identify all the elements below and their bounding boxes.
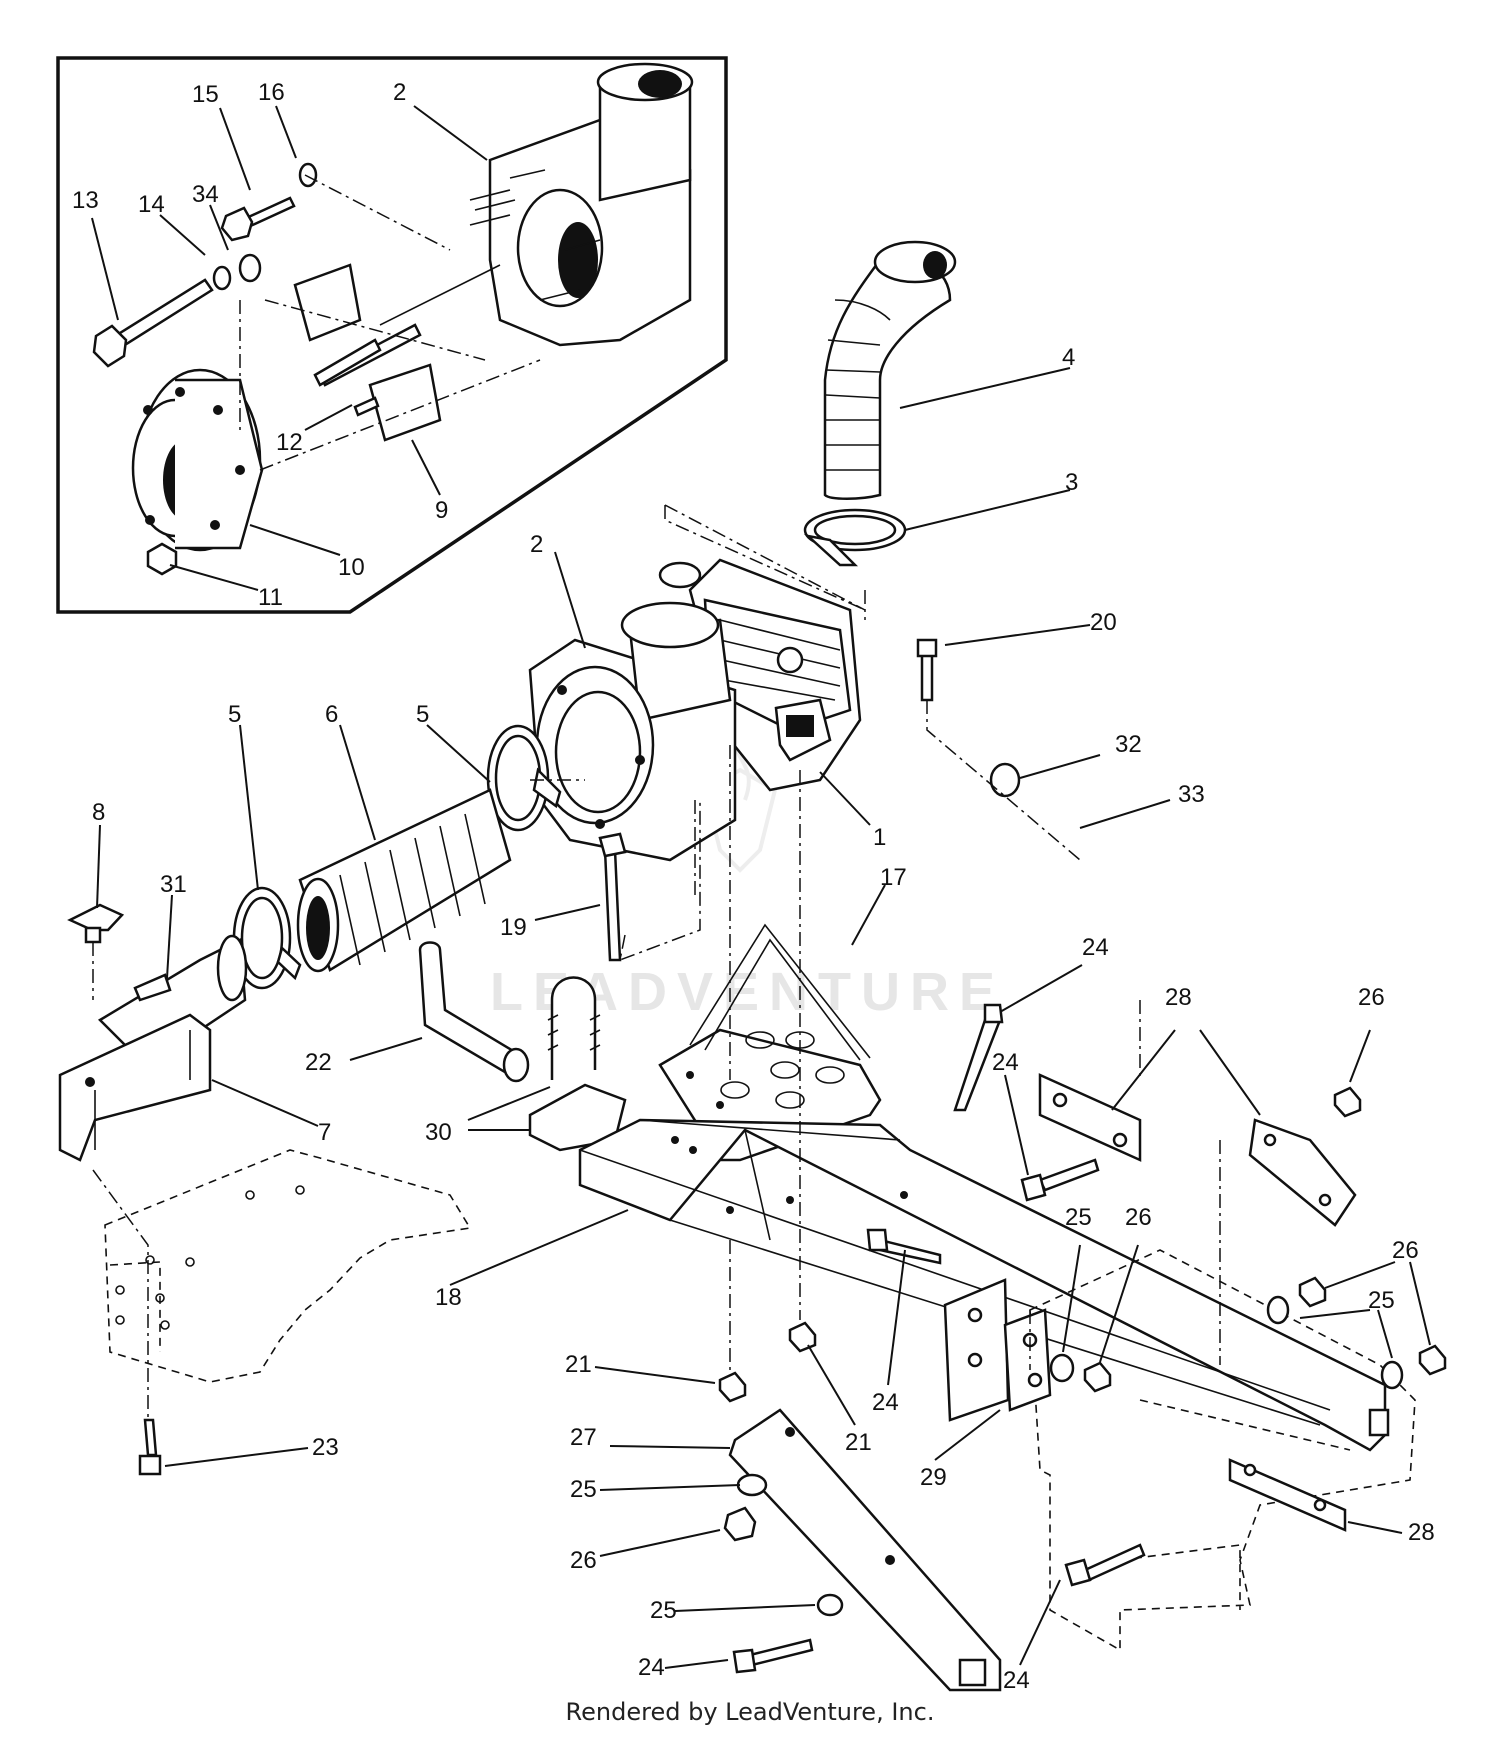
- callout-25-right: 25: [1368, 1287, 1395, 1314]
- hidden-frame-holes: [115, 1185, 305, 1330]
- callout-11: 11: [258, 584, 283, 611]
- callout-21-right: 21: [845, 1429, 872, 1456]
- mount-plates-29: [943, 1278, 1052, 1422]
- plate-28-upper-left: [1038, 1073, 1142, 1162]
- inset-adapter-flange: [131, 368, 264, 576]
- callout-13: 13: [72, 187, 99, 214]
- inset-impeller: [293, 263, 501, 442]
- callout-30: 30: [425, 1119, 452, 1146]
- blower-housing: [528, 601, 737, 862]
- bolt-20: [916, 638, 938, 702]
- callout-17: 17: [880, 864, 907, 891]
- callout-8: 8: [92, 799, 105, 826]
- hidden-frame-left: [104, 1149, 472, 1383]
- callout-25-lower: 25: [570, 1476, 597, 1503]
- callout-4: 4: [1062, 344, 1075, 371]
- discharge-nozzle: [97, 934, 248, 1052]
- hose-clamp-right: [486, 724, 562, 832]
- callout-22: 22: [305, 1049, 332, 1076]
- elbow-pipe: [418, 941, 530, 1083]
- bolt-23: [138, 1418, 162, 1476]
- callout-14: 14: [138, 191, 165, 218]
- callout-9: 9: [435, 497, 448, 524]
- callout-20: 20: [1090, 609, 1117, 636]
- hose-clamp-left: [232, 886, 302, 990]
- callout-23: 23: [312, 1434, 339, 1461]
- callout-28-bottom: 28: [1408, 1519, 1435, 1546]
- inset-bolts-washers: [92, 162, 318, 368]
- footer-credit: Rendered by LeadVenture, Inc.: [565, 1698, 935, 1726]
- callout-34: 34: [192, 181, 219, 208]
- hose-clamp-upper: [803, 508, 907, 567]
- callout-31: 31: [160, 871, 187, 898]
- bolt-24-mid: [866, 1228, 942, 1265]
- callout-29: 29: [920, 1464, 947, 1491]
- bolt-24-bottom-left: [732, 1638, 814, 1674]
- callout-33: 33: [1178, 781, 1205, 808]
- callout-10: 10: [338, 554, 365, 581]
- bolt-24-top: [953, 1003, 1004, 1112]
- mounting-bracket: [58, 1013, 212, 1162]
- callout-7: 7: [318, 1119, 331, 1146]
- callout-25-bottom: 25: [650, 1597, 677, 1624]
- callout-15: 15: [192, 81, 219, 108]
- callout-24-bottom-right: 24: [1003, 1667, 1030, 1694]
- callout-5-right: 5: [416, 701, 429, 728]
- leader-lines: [91, 105, 1431, 1669]
- callout-26-right: 26: [1392, 1237, 1419, 1264]
- callout-24-left: 24: [992, 1049, 1019, 1076]
- plug-32: [989, 762, 1021, 798]
- callout-28-top: 28: [1165, 984, 1192, 1011]
- callout-labels: 2 15 16 13 14 34 12 9 10 11 4 3 2 20 32 …: [72, 79, 1435, 1694]
- cross-bar-27: [728, 1408, 1002, 1692]
- main-frame: [578, 1118, 1390, 1452]
- inset-detail-box: [56, 56, 728, 614]
- callout-2-main: 2: [530, 531, 543, 558]
- upper-hose: [823, 240, 957, 500]
- u-bolt: [547, 976, 601, 1080]
- callout-25-mid: 25: [1065, 1204, 1092, 1231]
- assembly-centerlines: [92, 504, 1221, 1420]
- callout-24-bottom-left: 24: [638, 1654, 665, 1681]
- plate-28-lower: [1228, 1458, 1347, 1532]
- callout-3: 3: [1065, 469, 1078, 496]
- inset-blower-housing: [469, 62, 694, 347]
- nuts-washers: [718, 1086, 1447, 1617]
- callout-26-lower: 26: [570, 1547, 597, 1574]
- lower-hose: [296, 788, 512, 973]
- callout-26-mid: 26: [1125, 1204, 1152, 1231]
- inset-centerline: [239, 174, 541, 471]
- callout-1: 1: [873, 824, 886, 851]
- callout-27: 27: [570, 1424, 597, 1451]
- bolt-24-bottom-right: [1064, 1543, 1146, 1587]
- bolt-19: [598, 832, 627, 962]
- callout-16: 16: [258, 79, 285, 106]
- callout-32: 32: [1115, 731, 1142, 758]
- callout-26-top: 26: [1358, 984, 1385, 1011]
- callout-21-left: 21: [565, 1351, 592, 1378]
- callout-24-mid: 24: [872, 1389, 899, 1416]
- callout-6: 6: [325, 701, 338, 728]
- bolt-24-left: [1020, 1158, 1100, 1202]
- callout-5-left: 5: [228, 701, 241, 728]
- callout-18: 18: [435, 1284, 462, 1311]
- knob: [67, 903, 125, 944]
- plate-28-upper-right: [1248, 1118, 1357, 1227]
- callout-24-top: 24: [1082, 934, 1109, 961]
- callout-19: 19: [500, 914, 527, 941]
- callout-12: 12: [276, 429, 303, 456]
- callout-2: 2: [393, 79, 406, 106]
